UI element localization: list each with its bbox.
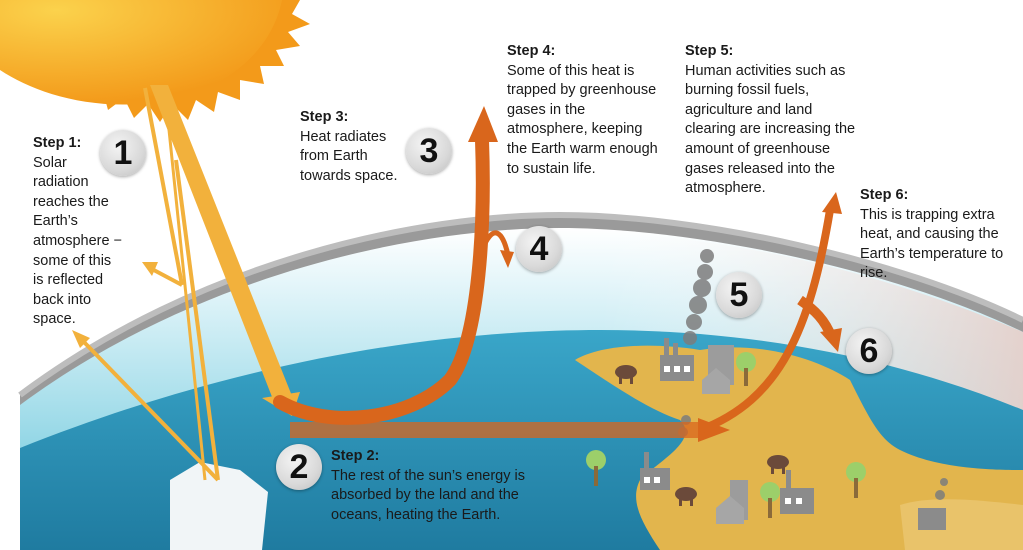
- house-icon: [702, 368, 744, 524]
- iceberg-icon: [170, 462, 268, 550]
- step-3-text: Step 3: Heat radiates from Earth towards…: [300, 108, 404, 186]
- step-5-description: Human activities such as burning fossil …: [685, 62, 856, 197]
- sun-icon: [0, 0, 310, 122]
- step-4-description: Some of this heat is trapped by greenhou…: [507, 62, 658, 177]
- step-5-text: Step 5: Human activities such as burning…: [685, 42, 857, 199]
- step-6-heading: Step 6:: [860, 187, 909, 203]
- tree-icon: [586, 352, 866, 518]
- step-3-badge: 3: [406, 128, 452, 174]
- step-1-description: Solar radiation reaches the Earth’s atmo…: [33, 154, 123, 328]
- step-5-heading: Step 5:: [685, 43, 734, 59]
- cow-icon: [615, 365, 789, 506]
- step-1-heading: Step 1:: [33, 135, 82, 151]
- step-3-heading: Step 3:: [300, 109, 349, 125]
- step-1-text: Step 1: Solar radiation reaches the Eart…: [33, 134, 123, 330]
- factory-windows: [644, 366, 802, 504]
- step-2-text: Step 2: The rest of the sun’s energy is …: [331, 447, 561, 525]
- step-6-description: This is trapping extra heat, and causing…: [860, 206, 1004, 282]
- step-4-heading: Step 4:: [507, 43, 556, 59]
- step-2-badge: 2: [276, 444, 322, 490]
- step-2-description: The rest of the sun’s energy is absorbed…: [331, 467, 525, 523]
- step-3-description: Heat radiates from Earth towards space.: [300, 128, 398, 184]
- step-4-badge: 4: [516, 226, 562, 272]
- step-6-text: Step 6: This is trapping extra heat, and…: [860, 186, 1010, 284]
- heat-radiation-arrows: [273, 106, 842, 442]
- step-6-badge: 6: [846, 328, 892, 374]
- step-5-badge: 5: [716, 272, 762, 318]
- atmosphere-edge: [18, 211, 1023, 398]
- step-1-badge: 1: [100, 130, 146, 176]
- step-4-text: Step 4: Some of this heat is trapped by …: [507, 42, 659, 179]
- step-2-heading: Step 2:: [331, 448, 380, 464]
